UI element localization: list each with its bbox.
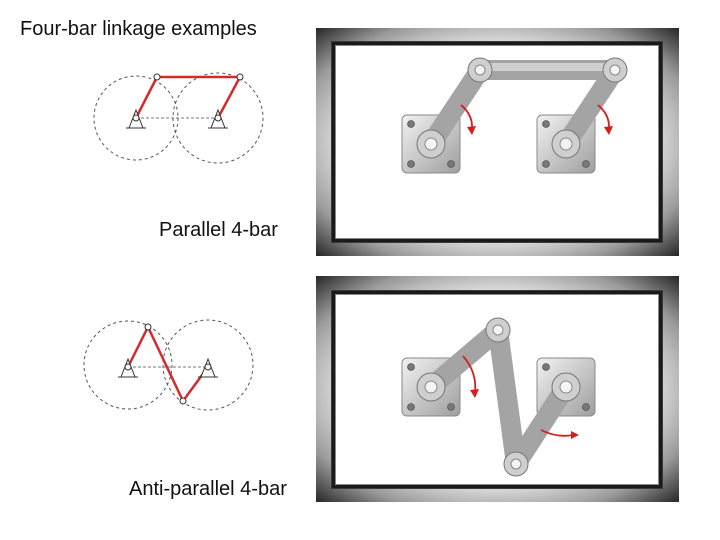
crank-circle-left <box>83 320 173 410</box>
crank-circle-right <box>172 72 264 164</box>
joint <box>179 397 187 405</box>
crank-left <box>421 60 490 154</box>
joint <box>236 73 244 81</box>
ground-pivot-icon <box>198 357 218 378</box>
ground-pivot-icon <box>208 108 228 129</box>
ground-pivot-icon <box>118 357 138 378</box>
rotation-arrow-icon <box>462 355 574 437</box>
linkage-links <box>126 324 210 404</box>
anti-parallel-sketch <box>83 319 254 411</box>
anti-parallel-mechanism <box>401 317 596 477</box>
crank-circle-right <box>162 319 254 411</box>
anti-parallel-mechanism-frame <box>332 291 662 488</box>
crank-right <box>506 377 576 474</box>
caption-anti-parallel: Anti-parallel 4-bar <box>129 478 287 500</box>
parallel-sketch <box>93 72 264 164</box>
caption-parallel: Parallel 4-bar <box>159 219 278 241</box>
joint <box>144 323 152 331</box>
screw-icon <box>407 120 590 168</box>
linkage-links <box>134 75 243 119</box>
slide-title: Four-bar linkage examples <box>20 18 257 40</box>
coupler-link <box>488 320 526 474</box>
joint <box>153 73 161 81</box>
parallel-mechanism-frame <box>332 42 662 242</box>
crank-right <box>556 60 625 154</box>
parallel-mechanism <box>401 57 628 174</box>
ground-pivot-icon <box>126 108 146 129</box>
